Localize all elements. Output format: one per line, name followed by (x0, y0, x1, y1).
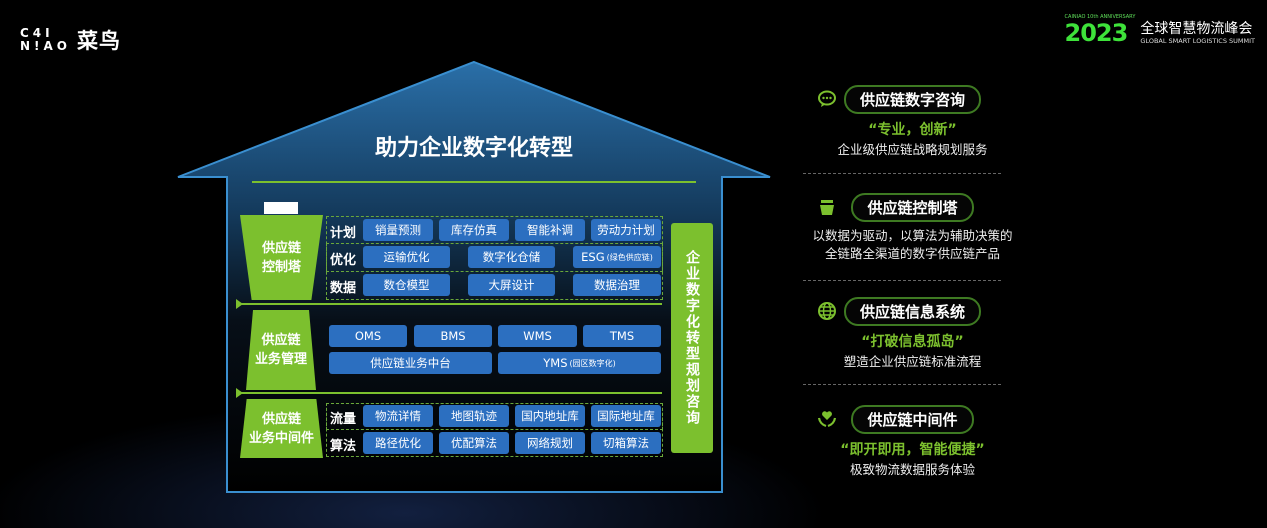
service-title: 供应链数字咨询 (843, 85, 981, 114)
module-button[interactable]: 国内地址库 (515, 405, 585, 427)
service-desc: 极致物流数据服务体验 (849, 462, 975, 477)
service-control-tower: 供应链控制塔 以数据为驱动，以算法为辅助决策的 全链路全渠道的数字供应链产品 (795, 193, 1030, 263)
divider (803, 173, 1001, 174)
logo-en-line2: N!AO (20, 39, 72, 53)
service-quote: “专业，创新” (868, 122, 957, 138)
module-button[interactable]: 运输优化 (363, 246, 450, 268)
module-button[interactable]: WMS (498, 325, 577, 347)
service-digital-consulting: 供应链数字咨询 “专业，创新” 企业级供应链战略规划服务 (795, 85, 1030, 159)
module-button[interactable]: TMS (583, 325, 661, 347)
layer-separator (240, 303, 662, 305)
module-button[interactable]: 优配算法 (439, 432, 509, 454)
row-label-data: 数据 (330, 281, 357, 296)
layer-label-business-mgmt: 供应链业务管理 (246, 310, 316, 390)
row-label-optimize: 优化 (330, 253, 357, 268)
row-divider (326, 403, 663, 430)
module-button[interactable]: 网络规划 (515, 432, 585, 454)
service-middleware: 供应链中间件 “即开即用，智能便捷” 极致物流数据服务体验 (795, 405, 1030, 479)
service-desc: 企业级供应链战略规划服务 (837, 142, 988, 157)
logo-en-line1: C4I (20, 26, 54, 40)
module-button[interactable]: 供应链业务中台 (329, 352, 492, 374)
module-button[interactable]: 劳动力计划 (591, 219, 661, 241)
title-underline (252, 181, 696, 183)
tower-icon (820, 200, 834, 215)
module-button[interactable]: 路径优化 (363, 432, 433, 454)
service-quote: “打破信息孤岛” (861, 334, 964, 350)
module-button[interactable]: 库存仿真 (439, 219, 509, 241)
summit-year: 2023 (1064, 19, 1129, 47)
service-desc: 塑造企业供应链标准流程 (843, 354, 982, 369)
module-button[interactable]: BMS (414, 325, 492, 347)
summit-en: GLOBAL SMART LOGISTICS SUMMIT (1140, 37, 1255, 45)
arrow-head-icon (236, 388, 243, 398)
summit-cn: 全球智慧物流峰会 (1140, 21, 1253, 37)
logo-cn: 菜鸟 (77, 29, 122, 53)
consulting-side-bar: 企业数字化转型规划咨询 (671, 223, 713, 453)
module-button[interactable]: 地图轨迹 (439, 405, 509, 427)
service-title: 供应链信息系统 (843, 297, 981, 326)
module-button-yms[interactable]: YMS(园区数字化) (498, 352, 661, 374)
layer-label-control-tower: 供应链控制塔 (240, 215, 323, 300)
module-button[interactable]: 大屏设计 (468, 274, 555, 296)
module-button[interactable]: 切箱算法 (591, 432, 661, 454)
module-button[interactable]: 国际地址库 (591, 405, 661, 427)
row-label-algorithm: 算法 (330, 439, 357, 454)
module-button[interactable]: 数据治理 (573, 274, 661, 296)
module-button[interactable]: OMS (329, 325, 407, 347)
tower-cap (264, 202, 298, 214)
chat-bubble-icon (818, 90, 836, 107)
layer-separator (240, 392, 662, 394)
arrow-head-icon (236, 299, 243, 309)
module-button[interactable]: 数仓模型 (363, 274, 450, 296)
row-label-traffic: 流量 (330, 412, 357, 427)
service-desc: 全链路全渠道的数字供应链产品 (824, 246, 1000, 261)
row-divider (326, 243, 663, 272)
divider (803, 280, 1001, 281)
service-title: 供应链控制塔 (851, 193, 974, 222)
divider (803, 384, 1001, 385)
heart-hands-icon (817, 411, 837, 428)
module-button[interactable]: 销量预测 (363, 219, 433, 241)
module-button[interactable]: 物流详情 (363, 405, 433, 427)
module-button[interactable]: 智能补调 (515, 219, 585, 241)
service-info-system: 供应链信息系统 “打破信息孤岛” 塑造企业供应链标准流程 (795, 297, 1030, 371)
row-label-plan: 计划 (330, 226, 357, 241)
house-title: 助力企业数字化转型 (374, 136, 573, 161)
layer-label-middleware: 供应链业务中间件 (240, 399, 323, 458)
service-title: 供应链中间件 (851, 405, 974, 434)
module-button-esg[interactable]: ESG(绿色供应链) (573, 246, 661, 268)
module-button[interactable]: 数字化仓储 (468, 246, 555, 268)
service-quote: “即开即用，智能便捷” (840, 442, 985, 458)
globe-icon (818, 302, 836, 320)
summit-anniversary: CAINIAO 10th ANNIVERSARY (1064, 14, 1136, 20)
service-desc: 以数据为驱动，以算法为辅助决策的 (812, 228, 1013, 243)
